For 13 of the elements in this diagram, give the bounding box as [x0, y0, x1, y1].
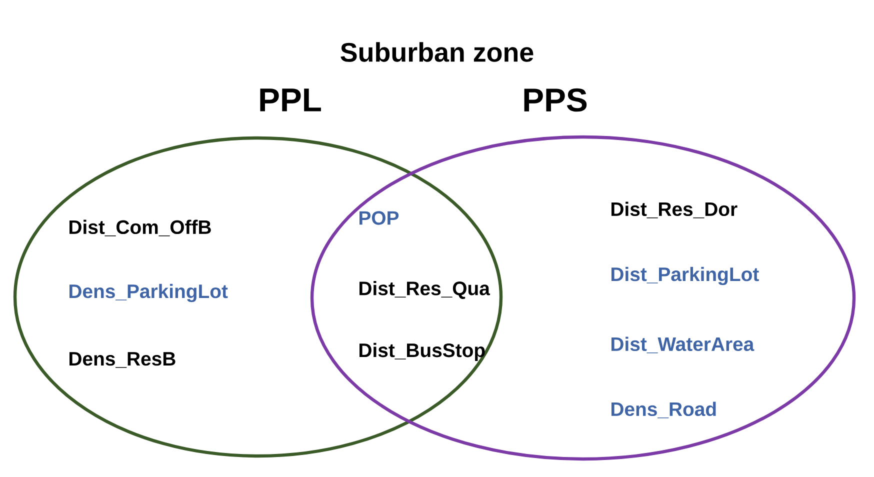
variable-label: POP: [360, 211, 399, 225]
title: Suburban zone: [340, 42, 534, 62]
variable-label: Dist_Com_OffB: [70, 220, 211, 236]
variable-label: Dist_WaterArea: [612, 336, 754, 354]
variable-label: Dist_Res_Qua: [360, 281, 490, 299]
variable-label: Dist_BusStop: [360, 342, 485, 362]
variable-label: Dens_Road: [612, 402, 716, 418]
variable-label: Dens_ParkingLot: [70, 284, 228, 302]
set-label: PPL: [260, 88, 321, 112]
variable-label: Dist_Res_Dor: [612, 202, 738, 218]
set-label: PPS: [524, 88, 587, 112]
variable-label: Dist_ParkingLot: [612, 266, 759, 286]
variable-label: Dens_ResB: [70, 352, 176, 368]
